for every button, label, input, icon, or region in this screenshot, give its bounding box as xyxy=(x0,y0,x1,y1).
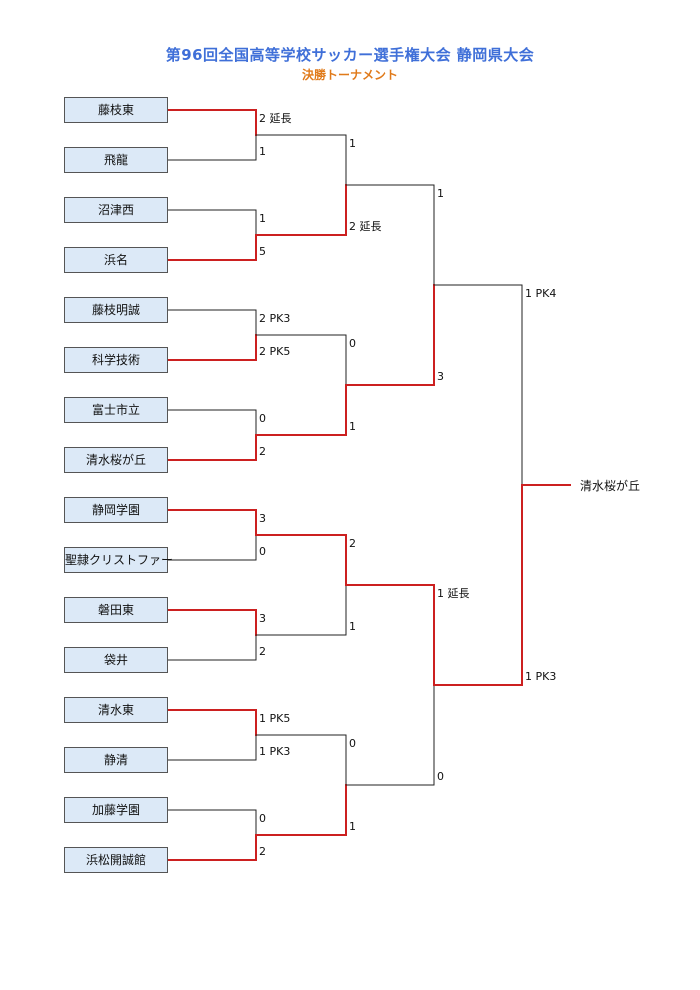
page-subtitle: 決勝トーナメント xyxy=(301,68,398,82)
score-label: 1 延長 xyxy=(437,587,470,600)
score-label: 2 PK3 xyxy=(259,312,291,325)
score-label: 1 PK5 xyxy=(259,712,291,725)
score-label: 2 xyxy=(259,645,266,658)
score-label: 3 xyxy=(437,370,444,383)
team-box: 磐田東 xyxy=(64,597,168,623)
score-label: 1 xyxy=(259,212,266,225)
score-label: 1 xyxy=(437,187,444,200)
score-label: 1 xyxy=(349,420,356,433)
score-label: 2 xyxy=(349,537,356,550)
team-box: 静清 xyxy=(64,747,168,773)
score-label: 2 PK5 xyxy=(259,345,291,358)
score-label: 1 xyxy=(259,145,266,158)
page-title: 第96回全国高等学校サッカー選手権大会 静岡県大会 xyxy=(165,46,535,64)
score-label: 5 xyxy=(259,245,266,258)
team-box: 富士市立 xyxy=(64,397,168,423)
score-label: 1 xyxy=(349,620,356,633)
score-label: 2 延長 xyxy=(349,220,382,233)
score-label: 0 xyxy=(349,737,356,750)
score-label: 2 xyxy=(259,845,266,858)
score-label: 0 xyxy=(259,812,266,825)
team-box: 加藤学園 xyxy=(64,797,168,823)
team-box: 静岡学園 xyxy=(64,497,168,523)
score-label: 3 xyxy=(259,512,266,525)
score-label: 1 xyxy=(349,820,356,833)
score-label: 1 PK4 xyxy=(525,287,557,300)
team-box: 藤枝東 xyxy=(64,97,168,123)
score-label: 0 xyxy=(437,770,444,783)
score-label: 1 PK3 xyxy=(259,745,291,758)
champion-label: 清水桜が丘 xyxy=(580,479,641,493)
score-label: 0 xyxy=(259,545,266,558)
team-box: 沼津西 xyxy=(64,197,168,223)
team-box: 飛龍 xyxy=(64,147,168,173)
score-label: 2 延長 xyxy=(259,112,292,125)
team-box: 浜松開誠館 xyxy=(64,847,168,873)
team-box: 聖隷クリストファー xyxy=(64,547,173,573)
team-box: 浜名 xyxy=(64,247,168,273)
team-box: 清水東 xyxy=(64,697,168,723)
score-label: 1 xyxy=(349,137,356,150)
score-label: 1 PK3 xyxy=(525,670,557,683)
team-box: 袋井 xyxy=(64,647,168,673)
team-box: 藤枝明誠 xyxy=(64,297,168,323)
score-label: 2 xyxy=(259,445,266,458)
score-label: 0 xyxy=(349,337,356,350)
score-label: 0 xyxy=(259,412,266,425)
team-box: 清水桜が丘 xyxy=(64,447,168,473)
team-box: 科学技術 xyxy=(64,347,168,373)
score-label: 3 xyxy=(259,612,266,625)
